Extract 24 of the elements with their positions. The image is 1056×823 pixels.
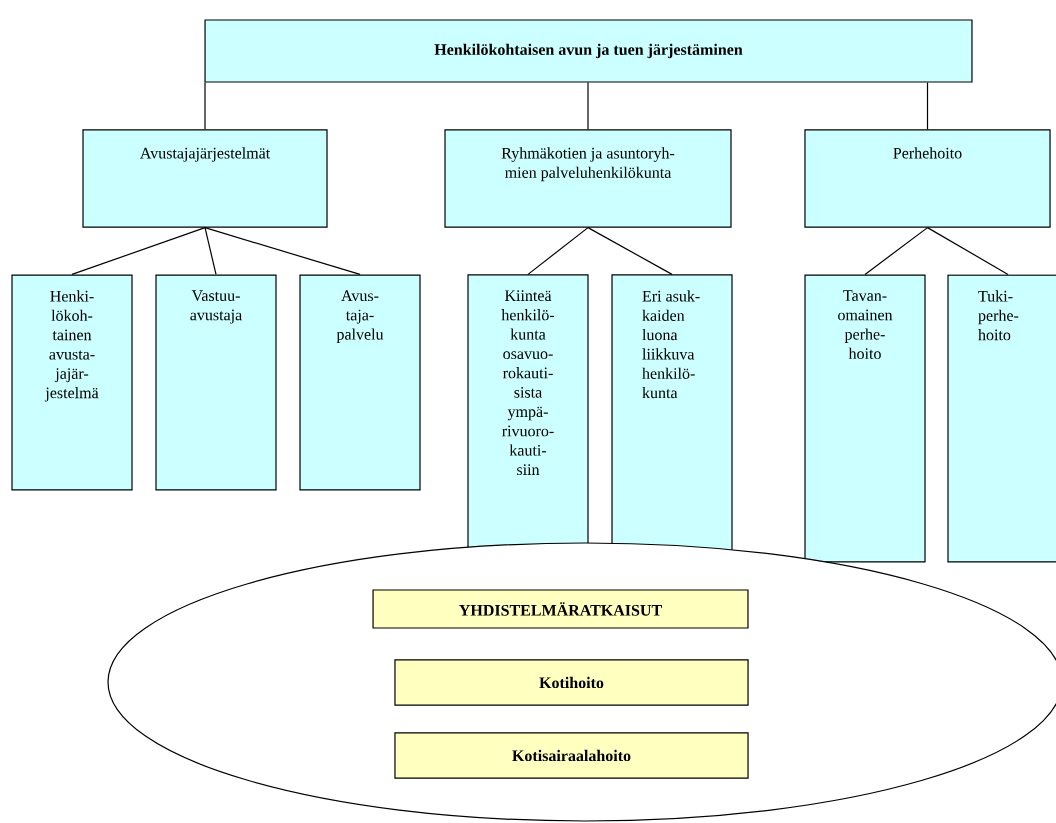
subcategory-box: Kiinteä henkilö- kunta osavuo- rokauti- sista ympä- rivuoro- kauti- siin [467,274,589,561]
title-box: Henkilökohtaisen avun ja tuen järjestäminen [204,19,973,83]
connector-line [864,227,929,276]
label-box: Kotisairaalahoito [394,732,749,779]
subcategory-box: Tuki- perhe- hoito [947,274,1056,563]
connector-line [587,227,673,275]
subcategory-box: Vastuu- avustaja [155,274,277,491]
label-box: YHDISTELMÄRATKAISUT [372,589,749,629]
connector-line [527,227,589,275]
connector-line [587,82,589,130]
subcategory-box: Eri asuk- kaiden luona liikkuva henkilö- kunta [611,274,733,561]
connector-line [204,227,217,276]
subcategory-box: Henki- lökoh- tainen avusta- jajär- jestelmä [11,274,133,491]
category-box: Avustajajärjestelmät [82,129,328,228]
category-box: Ryhmäkotien ja asuntoryh- mien palveluhenkilökunta [444,129,732,228]
connector-line [71,227,206,276]
connector-line [204,227,361,276]
subcategory-box: Tavan- omainen perhe- hoito [804,274,926,563]
subcategory-box: Avus- taja- palvelu [299,274,421,491]
label-box: Kotihoito [394,659,749,706]
connector-line [926,227,1009,276]
category-box: Perhehoito [804,129,1051,228]
connector-line [926,82,929,130]
connector-line [204,82,206,130]
